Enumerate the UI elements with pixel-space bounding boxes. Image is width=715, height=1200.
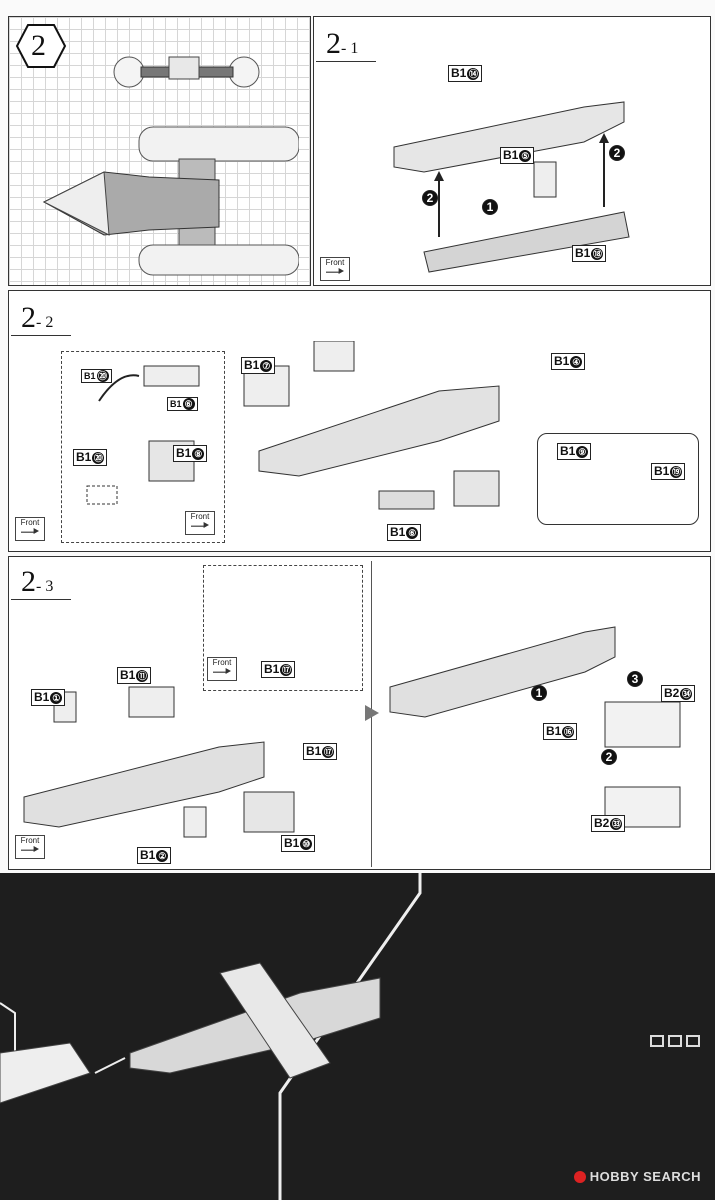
front-indicator: Front bbox=[320, 257, 350, 281]
page-indicator-3 bbox=[686, 1035, 700, 1047]
assembly-order-2-right: 2 bbox=[609, 145, 625, 161]
hobbysearch-logo-icon bbox=[573, 1170, 586, 1183]
step-2-2-parts-illustration bbox=[243, 341, 500, 510]
ywing-topview-illustration bbox=[42, 56, 299, 276]
front-indicator-2-3-detail: Front bbox=[207, 657, 237, 681]
step-2-3-number: 2- 3 bbox=[21, 565, 54, 598]
assembly-order-1: 1 bbox=[482, 199, 498, 215]
front-indicator-detail: Front bbox=[185, 511, 215, 535]
step-2-3-parts-illustration-left bbox=[23, 686, 295, 838]
completed-assembly-illustration bbox=[0, 873, 422, 1200]
next-arrow bbox=[365, 705, 379, 721]
step-2-1-number: 2- 1 bbox=[326, 27, 359, 60]
overview-panel: 2 bbox=[8, 16, 311, 286]
step-2-3-underline bbox=[11, 599, 71, 600]
assembly-order-3: 3 bbox=[627, 671, 643, 687]
subassembly-detail-box-2-3 bbox=[203, 565, 363, 691]
step-2-hexagon bbox=[15, 24, 67, 68]
subassembly-detail-box bbox=[61, 351, 225, 543]
page-indicator-2 bbox=[668, 1035, 682, 1047]
assembly-order-1-b: 1 bbox=[531, 685, 547, 701]
step-2-3-parts-illustration-right bbox=[389, 626, 681, 828]
watermark: HOBBY SEARCH bbox=[573, 1169, 701, 1184]
subassembly-detail-box-right bbox=[537, 433, 699, 525]
step-2-2-underline bbox=[11, 335, 71, 336]
front-indicator-left: Front bbox=[15, 517, 45, 541]
assembly-order-2: 2 bbox=[601, 749, 617, 765]
page-indicator-1 bbox=[650, 1035, 664, 1047]
subassembly-detail-illustration bbox=[86, 365, 200, 505]
step-2-1-underline bbox=[316, 61, 376, 62]
assembly-order-2-left: 2 bbox=[422, 190, 438, 206]
step-2-1-parts-illustration bbox=[393, 101, 630, 273]
front-indicator-2-3: Front bbox=[15, 835, 45, 859]
step-2-2-number: 2- 2 bbox=[21, 301, 54, 334]
step-number-main: 2 bbox=[31, 29, 46, 62]
preview-banner: HOBBY SEARCH bbox=[0, 873, 715, 1200]
